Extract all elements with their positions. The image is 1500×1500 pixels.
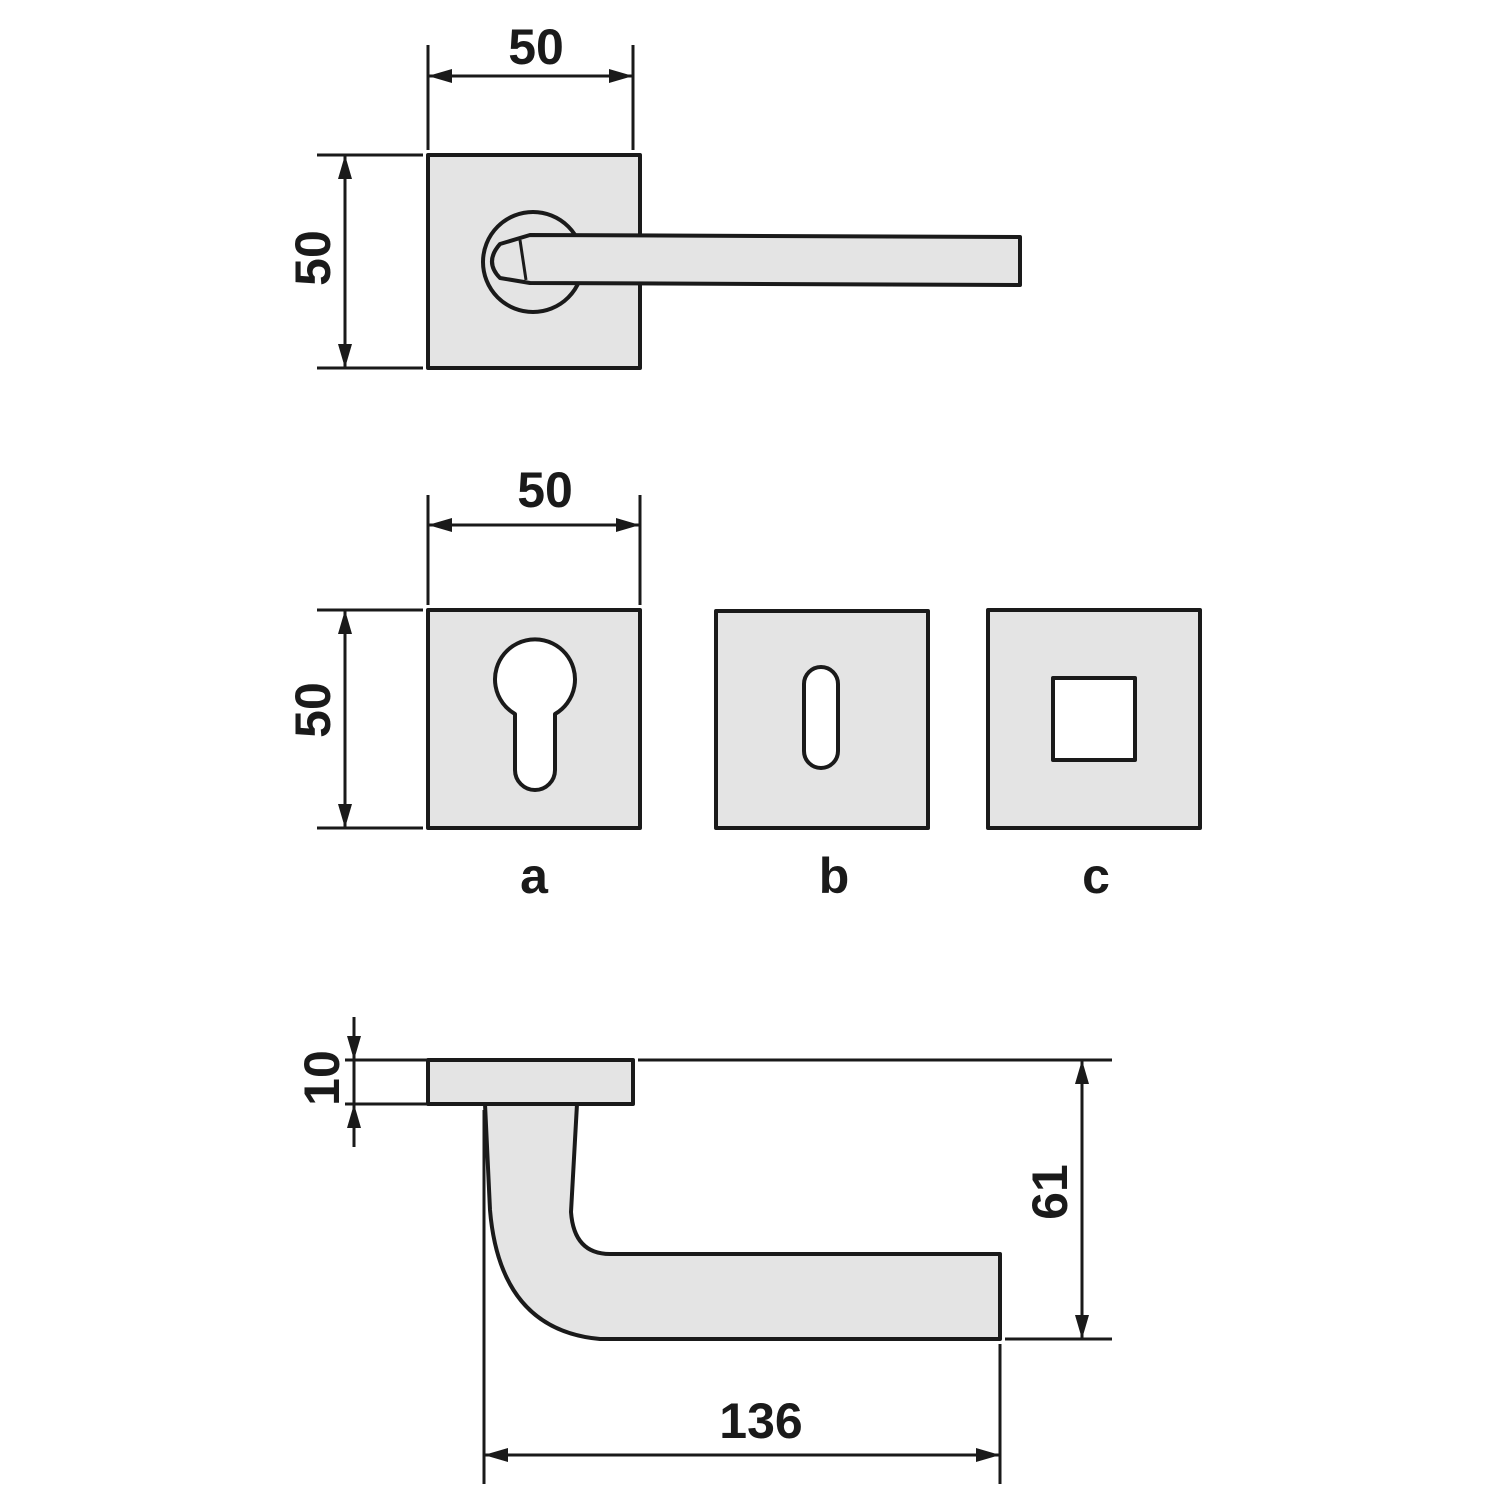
handle-side-view: [426, 1058, 1002, 1341]
dim-label-side-thickness: 10: [294, 1050, 350, 1106]
variant-label-a: a: [520, 848, 549, 904]
variant-label-c: c: [1082, 848, 1110, 904]
dim-side-height: 61: [638, 1058, 1112, 1341]
arrow-head: [428, 518, 452, 532]
dim-label-side-length: 136: [719, 1393, 802, 1449]
arrow-head: [1075, 1315, 1089, 1339]
arrow-head: [484, 1448, 508, 1462]
rosette-variant-b: [714, 609, 930, 830]
dim-front-height: 50: [285, 153, 423, 370]
arrow-head: [347, 1036, 361, 1060]
dim-label-front-height: 50: [285, 230, 341, 286]
lever-shading-line: [518, 239, 528, 281]
arrow-head: [338, 344, 352, 368]
arrow-head: [338, 804, 352, 828]
handle-lever-side: [483, 1102, 1002, 1341]
arrow-head: [338, 155, 352, 179]
handle-front-view: [426, 153, 1022, 370]
rosette-variant-a: [426, 608, 642, 830]
dim-front-width: 50: [426, 19, 635, 150]
dim-label-front-width: 50: [508, 19, 564, 75]
arrow-head: [338, 610, 352, 634]
arrow-head: [609, 69, 633, 83]
dim-label-rosette-height: 50: [285, 682, 341, 738]
dim-label-rosette-width: 50: [517, 462, 573, 518]
dim-rosette-width: 50: [426, 462, 642, 605]
dim-rosette-height: 50: [285, 608, 423, 830]
variant-label-b: b: [819, 848, 850, 904]
dim-side-length: 136: [482, 1110, 1002, 1484]
arrow-head: [616, 518, 640, 532]
rosette-plate-side: [426, 1058, 635, 1106]
arrow-head: [428, 69, 452, 83]
euro-cylinder-hole: [493, 637, 577, 792]
arrow-head: [347, 1104, 361, 1128]
dim-label-side-height: 61: [1022, 1164, 1078, 1220]
handle-lever-top: [490, 233, 1022, 287]
key-slot-hole: [802, 665, 840, 770]
square-hole: [1051, 676, 1137, 762]
dim-side-thickness: 10: [294, 1017, 428, 1147]
rosette-variant-c: [986, 608, 1202, 830]
arrow-head: [1075, 1060, 1089, 1084]
arrow-head: [976, 1448, 1000, 1462]
